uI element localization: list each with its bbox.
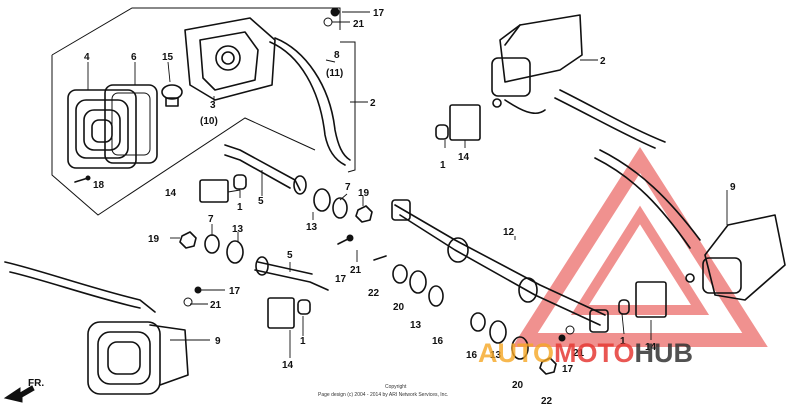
- callout-14-lower: 14: [282, 360, 294, 371]
- callout-4: 4: [84, 52, 90, 63]
- callout-5-lower: 5: [287, 250, 293, 261]
- callout-22-right: 22: [541, 396, 553, 407]
- callout-11: (11): [326, 68, 343, 79]
- callout-21-left: 21: [210, 300, 222, 311]
- callout-21: 21: [353, 19, 365, 30]
- fastener-stack-lower: [179, 231, 244, 264]
- stay-5-upper: [224, 144, 301, 191]
- callout-16-center: 16: [432, 336, 444, 347]
- fastener-stack-center: [337, 234, 575, 375]
- callout-21-center: 21: [350, 265, 362, 276]
- turn-signal-9-left: [4, 261, 202, 395]
- reflector-14-upper-right: [435, 104, 481, 141]
- callout-13-lower: 13: [232, 224, 244, 235]
- callout-14-left: 14: [165, 188, 177, 199]
- gasket-6: [104, 84, 158, 164]
- callout-19-lower: 19: [148, 234, 160, 245]
- callout-7-upper: 7: [345, 182, 351, 193]
- lens-4: [67, 89, 137, 169]
- callout-17-right: 17: [562, 364, 574, 375]
- callout-1-right: 1: [620, 336, 626, 347]
- reflector-14-lower: [267, 297, 311, 329]
- callout-10: (10): [200, 116, 218, 127]
- front-direction-indicator: FR.: [3, 378, 44, 403]
- callout-1-lower: 1: [300, 336, 306, 347]
- housing-3: [184, 17, 276, 101]
- watermark-auto: AUTO: [478, 338, 554, 368]
- callout-20-center: 20: [393, 302, 405, 313]
- wires-8: [269, 37, 351, 166]
- callout-9-right: 9: [730, 182, 736, 193]
- svg-text:AUTOMOTOHUB: AUTOMOTOHUB: [478, 338, 693, 368]
- callout-9-left: 9: [215, 336, 221, 347]
- callout-2-right: 2: [600, 56, 606, 67]
- callout-1-left: 1: [237, 202, 243, 213]
- callout-18: 18: [93, 180, 105, 191]
- callout-20-right: 20: [512, 380, 524, 391]
- watermark-text: AUTOMOTOHUB: [478, 338, 693, 368]
- watermark-moto: MOTO: [554, 338, 635, 368]
- callout-7-lower: 7: [208, 214, 214, 225]
- turn-signal-9-right: [594, 149, 786, 301]
- callout-12: 12: [503, 227, 515, 238]
- screw-17-top: [323, 7, 340, 27]
- callout-17-center: 17: [335, 274, 347, 285]
- copyright-notice: Copyright Page design (c) 2004 - 2014 by…: [318, 384, 448, 398]
- callout-19-upper: 19: [358, 188, 370, 199]
- callout-21-right: 21: [573, 348, 585, 359]
- callout-13-right: 13: [490, 350, 502, 361]
- stay-5-lower: [254, 256, 329, 291]
- bulb-15: [161, 84, 183, 107]
- watermark-logo: [512, 146, 768, 347]
- callout-17: 17: [373, 8, 385, 19]
- stay-12: [391, 199, 609, 333]
- callout-6: 6: [131, 52, 137, 63]
- callout-16-right: 16: [466, 350, 478, 361]
- callout-17-left: 17: [229, 286, 241, 297]
- copyright-line-2: Page design (c) 2004 - 2014 by ARI Netwo…: [318, 392, 448, 398]
- callout-13-upper: 13: [306, 222, 318, 233]
- fastener-stack-upper: [293, 175, 373, 223]
- leader-lines: [87, 11, 728, 358]
- reflector-14-lower-right: [618, 281, 667, 318]
- callout-1-upper: 1: [440, 160, 446, 171]
- callout-2: 2: [370, 98, 376, 109]
- rear-left-assembly-frame: [51, 7, 356, 216]
- turn-signal-2-right: [491, 14, 666, 149]
- screw-18: [74, 175, 91, 183]
- callout-8: 8: [334, 50, 340, 61]
- reflector-14-left: [199, 174, 247, 203]
- callout-3: 3: [210, 100, 216, 111]
- callout-13-center: 13: [410, 320, 422, 331]
- callout-15: 15: [162, 52, 174, 63]
- callout-14-right: 14: [645, 342, 657, 353]
- front-label: FR.: [28, 378, 44, 389]
- callout-22-center: 22: [368, 288, 380, 299]
- watermark-hub: HUB: [635, 338, 694, 368]
- callout-14-upper: 14: [458, 152, 470, 163]
- copyright-line-1: Copyright: [385, 384, 407, 390]
- callout-labels: 17 21 8 (11) 2 4 6 15 3 (10) 18 2 1 14 1…: [84, 8, 736, 407]
- callout-5-upper: 5: [258, 196, 264, 207]
